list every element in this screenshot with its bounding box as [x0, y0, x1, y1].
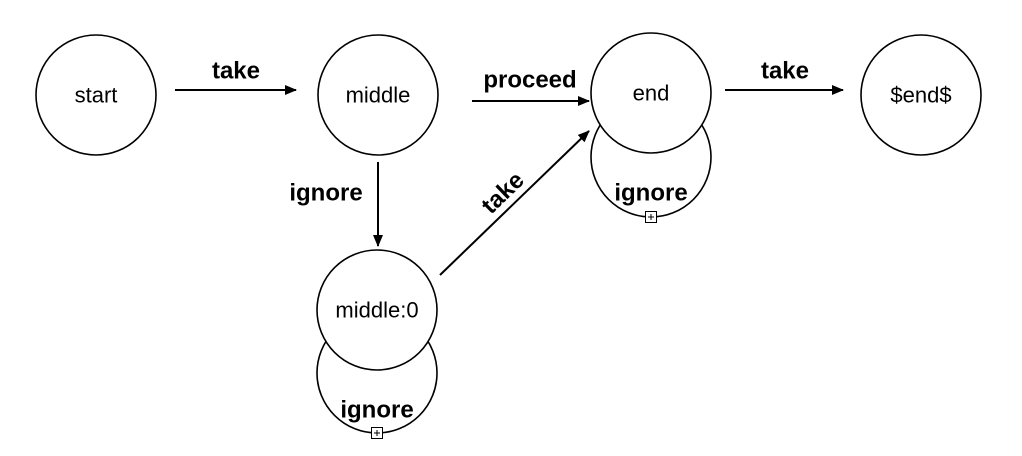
node-end-circle[interactable] — [590, 32, 712, 154]
edge-middle0-to-end-label: take — [476, 167, 529, 220]
edge-middle-to-middle0: ignore — [289, 162, 383, 247]
middle0-loop-label: ignore — [340, 397, 413, 424]
edge-middle0-to-end-arrow — [439, 130, 590, 276]
edge-start-to-middle: take — [175, 58, 297, 95]
edge-start-to-middle-label: take — [212, 58, 260, 85]
edge-middle-to-middle0-label: ignore — [289, 180, 362, 207]
node-start-label: start — [75, 83, 118, 108]
node-middle0-circle[interactable] — [316, 249, 438, 371]
middle0-loop-expand-icon[interactable] — [371, 427, 383, 439]
end-loop-expand-icon[interactable] — [645, 211, 657, 223]
node-final-circle[interactable] — [860, 34, 982, 156]
node-start-circle[interactable] — [35, 34, 157, 156]
end-loop-label: ignore — [614, 180, 687, 207]
edge-middle-to-end-label: proceed — [483, 67, 576, 94]
edge-end-to-final: take — [725, 58, 844, 95]
node-final[interactable]: $end$ — [860, 34, 982, 156]
node-middle[interactable]: middle — [317, 34, 439, 156]
edge-end-to-final-label: take — [761, 58, 809, 85]
node-start[interactable]: start — [35, 34, 157, 156]
end-loop-annotation: ignore — [614, 180, 688, 223]
middle0-loop-annotation: ignore — [340, 397, 414, 439]
node-middle-circle[interactable] — [317, 34, 439, 156]
node-middle0-label: middle:0 — [335, 298, 418, 323]
node-middle-label: middle — [346, 83, 411, 108]
node-final-label: $end$ — [890, 83, 951, 108]
node-middle0[interactable]: middle:0 — [316, 249, 438, 371]
node-end[interactable]: end — [590, 32, 712, 154]
edge-middle0-to-end: take — [439, 130, 590, 276]
node-end-label: end — [633, 81, 670, 106]
edge-middle-to-end: proceed — [472, 67, 590, 106]
